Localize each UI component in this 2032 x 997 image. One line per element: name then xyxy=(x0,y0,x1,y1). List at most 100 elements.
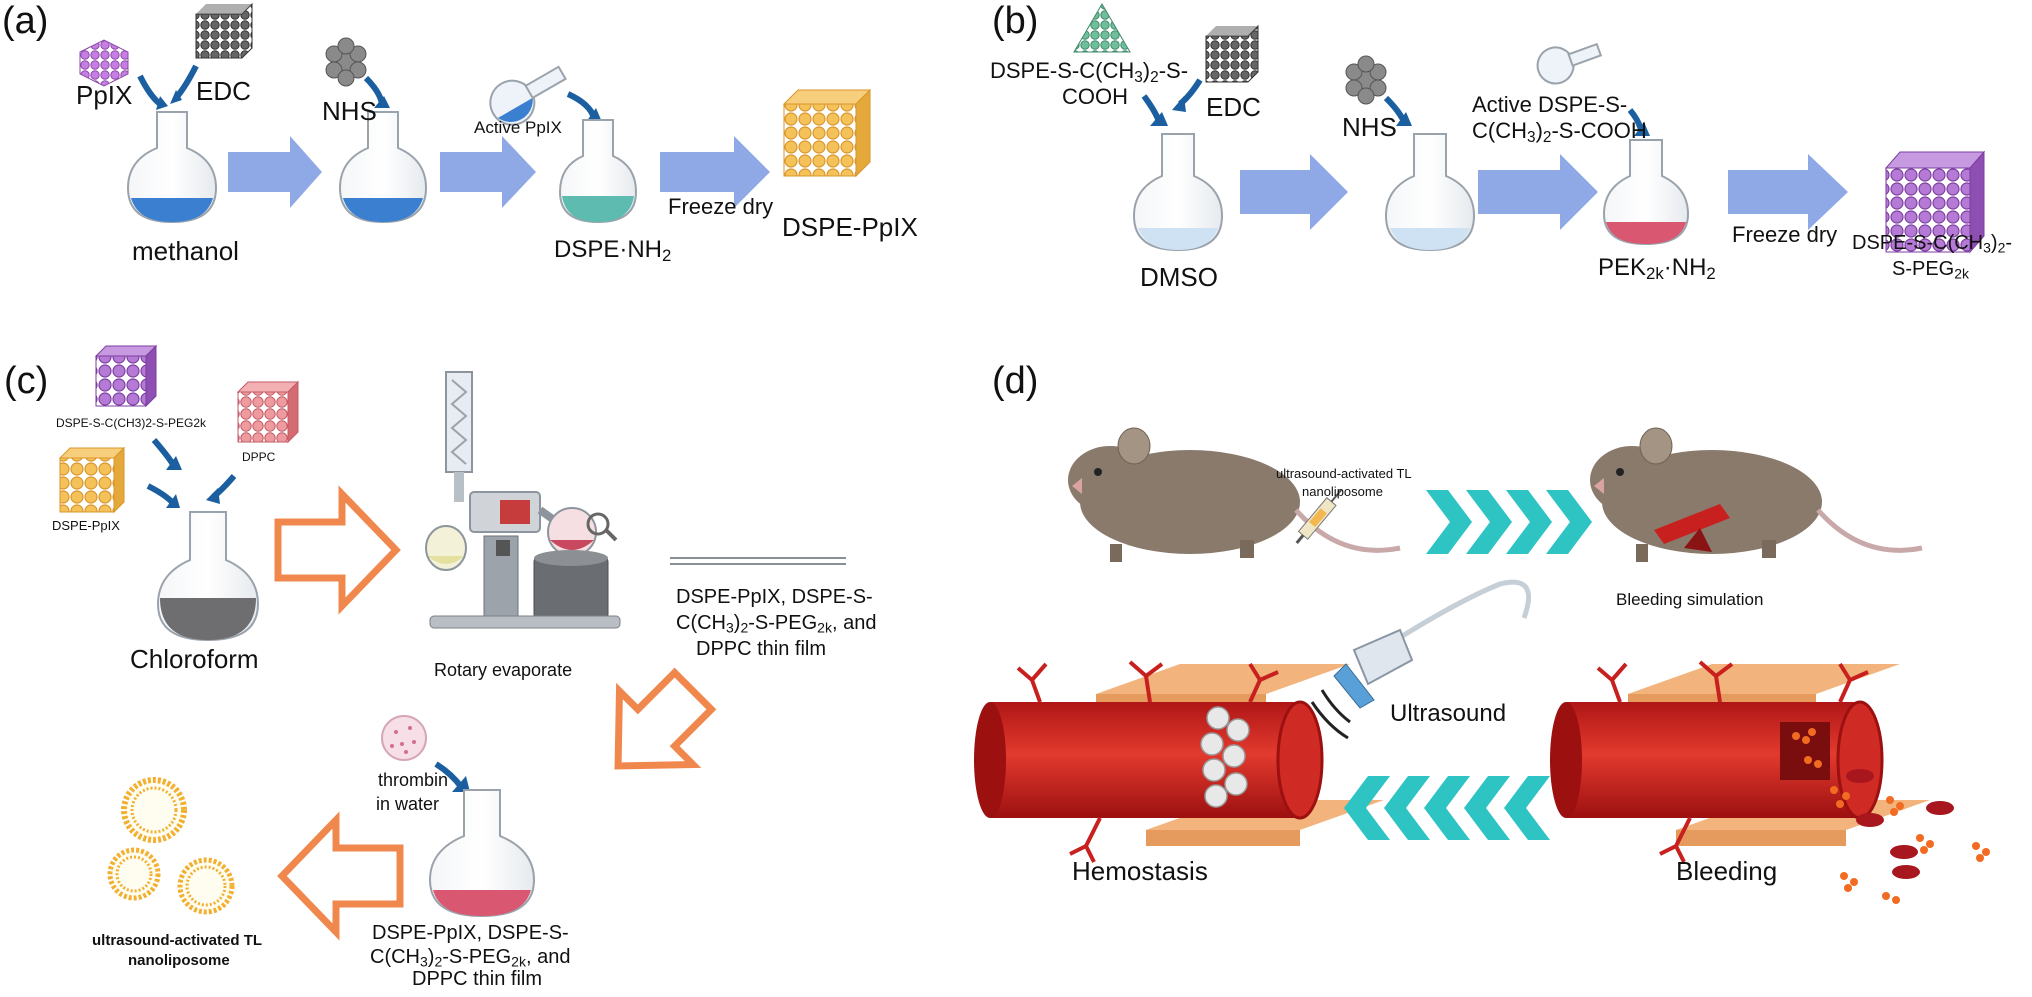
nhs-molecule-icon xyxy=(325,37,367,87)
active-ppix-label: Active PpIX xyxy=(474,118,562,137)
freeze-dry-label-a: Freeze dry xyxy=(668,194,774,219)
panel-label-b: (b) xyxy=(992,0,1039,42)
methanol-label: methanol xyxy=(132,236,239,266)
bleeding-label: Bleeding xyxy=(1676,856,1778,886)
hemostasis-label: Hemostasis xyxy=(1072,856,1208,886)
panel-label-c: (c) xyxy=(4,360,49,402)
dmso-label: DMSO xyxy=(1140,262,1218,292)
open-arrow-icon xyxy=(614,667,717,770)
pek-nh2-flask-icon xyxy=(1602,139,1690,246)
chevron-right-icon xyxy=(1426,490,1592,554)
blood-vessel-hemostasis-icon xyxy=(974,660,1384,863)
dspe-ppix-cube-icon xyxy=(58,446,126,514)
dspe-peg-line1-end: - xyxy=(2005,232,2013,254)
dspe-acid-pyramid-icon xyxy=(1073,3,1131,53)
flask-film-line2-sub3: 2k xyxy=(511,953,526,970)
flask-film-line2-rest: ) xyxy=(427,946,435,968)
flask-film-label-line1: DSPE-PpIX, DSPE-S- xyxy=(372,922,569,944)
dspe-acid-label-line1: DSPE-S-C(CH3)2-S- xyxy=(990,58,1189,86)
pek-base: PEK xyxy=(1598,254,1647,281)
active-acid-label-line1: Active DSPE-S- xyxy=(1472,92,1628,117)
nhs-molecule-icon xyxy=(1345,55,1387,105)
dspe-acid-line1-end: -S- xyxy=(1158,58,1189,83)
dspe-acid-line1-sub2: 2 xyxy=(1150,68,1159,86)
active-acid-line2-base: C(CH xyxy=(1472,118,1527,143)
dspe-ppix-cube-icon xyxy=(782,88,872,178)
dspe-peg-line1-sub2: 2 xyxy=(1997,239,2006,256)
injection-label-line2: nanoliposome xyxy=(1302,484,1383,499)
dmso-flask-icon xyxy=(1132,133,1224,252)
chevron-left-icon xyxy=(1344,776,1550,840)
dspe-peg-line1-sub: 3 xyxy=(1983,239,1991,256)
thin-film-line2-sub: 3 xyxy=(726,619,734,636)
flask-film-label-line3: DPPC thin film xyxy=(412,968,543,990)
dspe-peg-label-line1: DSPE-S-C(CH3)2- xyxy=(1852,232,2012,255)
flask-film-line2-sub2: 2 xyxy=(434,953,443,970)
nhs-flask-icon xyxy=(338,111,428,224)
panel-d-artwork xyxy=(974,427,1990,904)
dspe-ppix-label: DSPE-PpIX xyxy=(782,212,918,242)
edc-label-b: EDC xyxy=(1206,92,1261,122)
process-arrow-icon xyxy=(660,136,770,208)
blood-vessel-bleeding-icon xyxy=(1550,660,1990,904)
process-arrow-icon xyxy=(228,136,322,208)
ppix-arrow-icon xyxy=(137,74,162,107)
pek-sub2: 2 xyxy=(1706,264,1716,284)
edc-cube-icon xyxy=(1205,24,1259,83)
thin-film-label-line3: DPPC thin film xyxy=(696,638,827,660)
injection-label-line1: ultrasound-activated TL xyxy=(1276,466,1412,481)
process-arrow-icon xyxy=(440,136,536,208)
mouse-bleeding-icon xyxy=(1590,427,1923,562)
process-arrow-icon xyxy=(1728,154,1848,230)
open-arrow-icon xyxy=(274,485,401,615)
panel-label-d: (d) xyxy=(992,360,1039,402)
pek-nh2-label: PEK2k·NH2 xyxy=(1598,254,1716,282)
dspe-peg-label-line2: S-PEG2k xyxy=(1892,258,1969,281)
active-acid-line2-end: -S-COOH xyxy=(1551,118,1647,143)
thin-film-line2-end: , and xyxy=(831,612,877,634)
process-arrow-icon xyxy=(1478,154,1598,230)
dppc-cube-icon xyxy=(236,380,300,444)
ultrasound-probe-icon xyxy=(1310,579,1531,740)
thin-film-line2-rest: ) xyxy=(733,612,741,634)
thrombin-label-line1: thrombin xyxy=(378,770,449,790)
thin-film-line2-sub2: 2 xyxy=(740,619,749,636)
dspe-peg-line2-sub: 2k xyxy=(1954,265,1970,282)
thin-film-label-line2: C(CH3)2-S-PEG2k, and xyxy=(676,612,876,635)
thin-film-line2-mid: -S-PEG xyxy=(748,612,818,634)
liposome-icon xyxy=(107,777,235,915)
methanol-flask-icon xyxy=(126,111,218,224)
panel-a-artwork xyxy=(79,2,872,224)
dspe-nh2-base: DSPE·NH xyxy=(554,236,663,263)
active-acid-line2-sub2: 2 xyxy=(1542,128,1552,146)
liposome-label-line2: nanoliposome xyxy=(128,952,230,969)
dspe-nh2-subscript: 2 xyxy=(662,246,672,266)
dspe-peg-cube-icon xyxy=(94,344,158,408)
flask-film-line2-base: C(CH xyxy=(370,946,420,968)
flask-film-line2-end: , and xyxy=(525,946,571,968)
mouse-icon xyxy=(1068,427,1401,562)
chloroform-label: Chloroform xyxy=(130,644,259,674)
thin-film-flask-icon xyxy=(428,789,536,918)
pek-sub: 2k xyxy=(1646,264,1664,284)
syringe-icon xyxy=(1295,488,1343,544)
rotary-evaporator-icon xyxy=(425,371,621,629)
active-acid-label-line2: C(CH3)2-S-COOH xyxy=(1472,118,1647,146)
thin-film-line2-base: C(CH xyxy=(676,612,726,634)
dspe-acid-label-line2: COOH xyxy=(1062,84,1128,109)
dspe-peg-line2-base: S-PEG xyxy=(1892,258,1955,280)
dspe-peg-line1-rest: ) xyxy=(1990,232,1998,254)
rotary-evaporate-label: Rotary evaporate xyxy=(434,660,573,680)
dspe-ppix-label-c: DSPE-PpIX xyxy=(52,518,120,533)
edc-label: EDC xyxy=(196,76,251,106)
nhs-label: NHS xyxy=(322,96,377,126)
freeze-dry-label-b: Freeze dry xyxy=(1732,222,1838,247)
thrombin-sphere-icon xyxy=(381,715,427,761)
dspe-acid-line1-sub: 3 xyxy=(1134,68,1143,86)
chloroform-flask-icon xyxy=(156,511,260,642)
open-arrow-icon xyxy=(277,811,404,941)
active-acid-flask-icon xyxy=(1536,42,1603,85)
flask-film-label-line2: C(CH3)2-S-PEG2k, and xyxy=(370,946,570,969)
edc-cube-icon xyxy=(195,2,253,59)
